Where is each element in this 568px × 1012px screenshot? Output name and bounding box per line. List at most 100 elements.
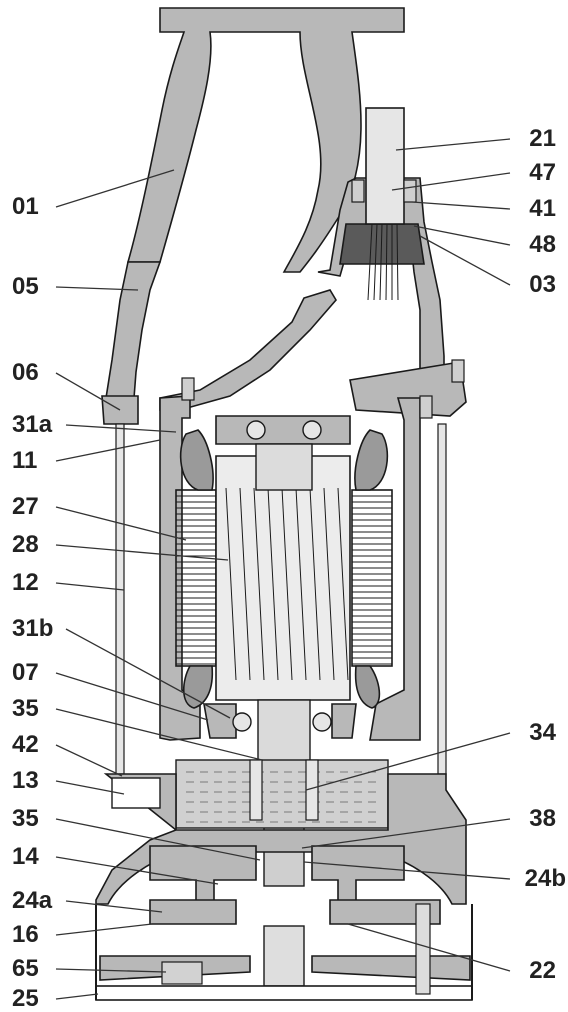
bearing-31b-left xyxy=(232,712,252,732)
stand-rod-22 xyxy=(415,903,431,995)
label-47: 47 xyxy=(529,159,556,186)
label-16: 16 xyxy=(12,921,39,948)
bearing-31a-right xyxy=(302,420,322,440)
leader-26 xyxy=(303,861,511,880)
label-42: 42 xyxy=(12,731,39,758)
rotor-28 xyxy=(215,455,351,701)
upper-flange-right xyxy=(349,361,467,417)
rotor-bar xyxy=(337,487,349,681)
wear-ring-24a xyxy=(149,899,237,925)
bearing-housing-07-left xyxy=(203,703,237,739)
leader-14 xyxy=(55,856,219,885)
label-03: 03 xyxy=(529,271,556,298)
seal-35-left xyxy=(249,759,263,821)
bearing-31a-left xyxy=(246,420,266,440)
leader-lines xyxy=(55,138,511,1000)
rotor-bar xyxy=(267,487,279,681)
label-24a: 24a xyxy=(12,887,53,914)
leader-7 xyxy=(55,582,125,591)
cooling-jacket-right xyxy=(437,423,447,775)
rotor-bar xyxy=(281,487,293,681)
cable-wire xyxy=(385,223,388,301)
label-07: 07 xyxy=(12,659,39,686)
label-65: 65 xyxy=(12,955,39,982)
leader-17 xyxy=(55,968,167,973)
label-22: 22 xyxy=(529,957,556,984)
label-13: 13 xyxy=(12,767,39,794)
base-foot-right xyxy=(311,955,471,981)
bearing-housing-top xyxy=(215,415,351,445)
label-14: 14 xyxy=(12,843,39,870)
label-21: 21 xyxy=(529,125,556,152)
leader-25 xyxy=(301,818,511,849)
leader-16 xyxy=(55,923,153,936)
label-31a: 31a xyxy=(12,411,53,438)
label-01: 01 xyxy=(12,193,39,220)
leader-4 xyxy=(55,439,161,462)
cable-wire xyxy=(367,223,373,301)
rotor-bar xyxy=(309,487,321,681)
label-34: 34 xyxy=(529,719,556,746)
leader-23 xyxy=(419,235,511,286)
rotor-bar xyxy=(253,487,265,681)
label-27: 27 xyxy=(12,493,39,520)
winding-head-top-left xyxy=(179,429,214,491)
label-31b: 31b xyxy=(12,615,53,642)
leader-22 xyxy=(413,225,511,246)
label-35-upper: 35 xyxy=(12,695,39,722)
bolt-2 xyxy=(403,179,417,203)
winding-head-top-right xyxy=(354,429,389,491)
rotor-bar xyxy=(323,487,335,681)
rotor-hub-top xyxy=(255,443,313,491)
cooling-jacket-12 xyxy=(115,423,125,775)
bolt-0 xyxy=(181,377,195,401)
leader-1 xyxy=(55,286,139,291)
bearing-housing-07-right xyxy=(331,703,357,739)
label-28: 28 xyxy=(12,531,39,558)
bolt-3 xyxy=(451,359,465,383)
label-24b: 24b xyxy=(525,865,566,892)
leader-11 xyxy=(55,744,123,777)
leader-13 xyxy=(55,818,261,861)
leader-0 xyxy=(55,169,175,208)
cable-21 xyxy=(365,107,405,225)
bolt-4 xyxy=(351,179,365,203)
winding-head-bottom-left xyxy=(182,665,214,709)
leader-8 xyxy=(65,628,231,719)
cable-wire xyxy=(379,223,383,301)
leader-15 xyxy=(65,900,163,913)
leader-18 xyxy=(55,993,99,1000)
leader-5 xyxy=(55,506,187,541)
label-35-lower: 35 xyxy=(12,805,39,832)
label-38: 38 xyxy=(529,805,556,832)
rotor-bar xyxy=(225,487,237,681)
label-48: 48 xyxy=(529,231,556,258)
pump-parts xyxy=(95,7,473,1001)
winding-head-bottom-right xyxy=(354,665,381,709)
oil-chamber xyxy=(175,759,389,829)
pump-housing-05 xyxy=(105,261,162,399)
leader-6 xyxy=(55,544,229,561)
leader-12 xyxy=(55,780,125,795)
rotor-bar xyxy=(239,487,251,681)
leader-21 xyxy=(411,201,511,210)
leader-2 xyxy=(55,372,121,411)
leader-3 xyxy=(65,424,177,433)
bolt-1 xyxy=(419,395,433,419)
wear-ring-24b xyxy=(329,899,441,925)
leader-19 xyxy=(395,138,511,151)
leader-9 xyxy=(55,672,209,721)
hub-nut xyxy=(263,925,305,987)
leader-20 xyxy=(391,172,511,191)
cable-wire xyxy=(396,223,399,301)
label-41: 41 xyxy=(529,195,556,222)
leader-27 xyxy=(347,923,511,972)
cable-wire xyxy=(373,223,378,301)
bolt-65 xyxy=(161,961,203,985)
label-05: 05 xyxy=(12,273,39,300)
motor-housing-right xyxy=(369,397,421,741)
label-06: 06 xyxy=(12,359,39,386)
bearing-31b-right xyxy=(312,712,332,732)
